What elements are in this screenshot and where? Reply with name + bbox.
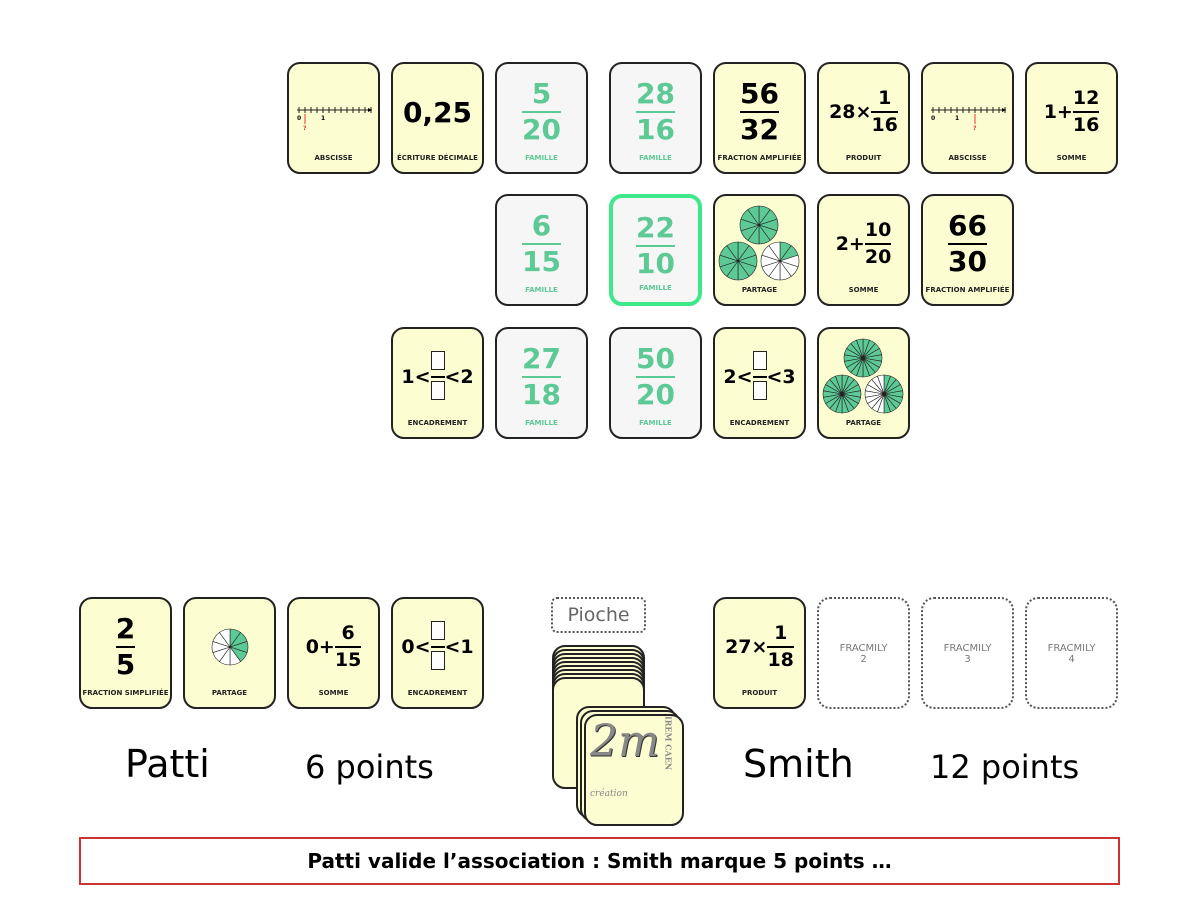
pie-icon [864, 374, 903, 414]
card-type-label: SOMME [848, 286, 879, 294]
card-type-label: FRACTION SIMPLIFIÉE [82, 689, 169, 697]
fraction [430, 351, 445, 403]
card-type-label: FAMILLE [525, 286, 558, 294]
svg-text:?: ? [303, 125, 307, 132]
svg-text:?: ? [973, 125, 977, 132]
number-line-icon: 0 1? [296, 106, 372, 132]
svg-text:1: 1 [955, 115, 959, 122]
card-type-label: FRACTION AMPLIFIÉE [717, 154, 802, 162]
card-type-label: ÉCRITURE DÉCIMALE [397, 154, 478, 162]
deck-card [584, 714, 684, 826]
pie-icon [718, 241, 757, 281]
svg-text:0: 0 [931, 115, 935, 122]
pie-icon [843, 338, 882, 378]
pie-icon [739, 205, 778, 245]
hand-card[interactable]: PARTAGE [183, 597, 276, 709]
card-type-label: SOMME [318, 689, 349, 697]
player-name-patti: Patti [125, 742, 210, 786]
slot-number: 4 [1068, 654, 1075, 665]
card-type-label: ABSCISSE [314, 154, 353, 162]
card-type-label: ABSCISSE [948, 154, 987, 162]
card-type-label: FAMILLE [525, 154, 558, 162]
svg-text:0: 0 [297, 115, 301, 122]
pie-icon [822, 374, 861, 414]
card-type-label: FAMILLE [639, 284, 672, 292]
card-type-label: FAMILLE [639, 154, 672, 162]
card-type-label: ENCADREMENT [407, 689, 468, 697]
board-card[interactable]: PARTAGE [817, 327, 910, 439]
number-line-icon: 0 1? [930, 106, 1006, 132]
slot-label: FRACMILY [943, 643, 992, 654]
card-type-label: PRODUIT [845, 154, 882, 162]
card-type-label: SOMME [1056, 154, 1087, 162]
card-type-label: ENCADREMENT [407, 419, 468, 427]
pie-icon [760, 241, 799, 281]
slot-number: 2 [860, 654, 867, 665]
slot-label: FRACMILY [1047, 643, 1096, 654]
fraction [430, 621, 445, 673]
board-card[interactable]: 0 1? ABSCISSE [921, 62, 1014, 174]
player-points-patti: 6 points [305, 748, 434, 786]
status-message: Patti valide l’association : Smith marqu… [79, 837, 1120, 885]
card-type-label: PRODUIT [741, 689, 778, 697]
board-card[interactable]: 0 1? ABSCISSE [287, 62, 380, 174]
card-type-label: PARTAGE [211, 689, 248, 697]
board-card[interactable]: PARTAGE [713, 194, 806, 306]
slot-number: 3 [964, 654, 971, 665]
card-type-label: FAMILLE [525, 419, 558, 427]
slot-label: FRACMILY [839, 643, 888, 654]
pie-icon [211, 628, 248, 666]
player-name-smith: Smith [743, 742, 854, 786]
fraction [752, 351, 767, 403]
player-points-smith: 12 points [930, 748, 1080, 786]
card-type-label: FRACTION AMPLIFIÉE [925, 286, 1010, 294]
card-type-label: ENCADREMENT [729, 419, 790, 427]
card-type-label: PARTAGE [845, 419, 882, 427]
svg-text:1: 1 [321, 115, 325, 122]
card-type-label: FAMILLE [639, 419, 672, 427]
card-type-label: PARTAGE [741, 286, 778, 294]
pioche-label: Pioche [551, 597, 646, 633]
